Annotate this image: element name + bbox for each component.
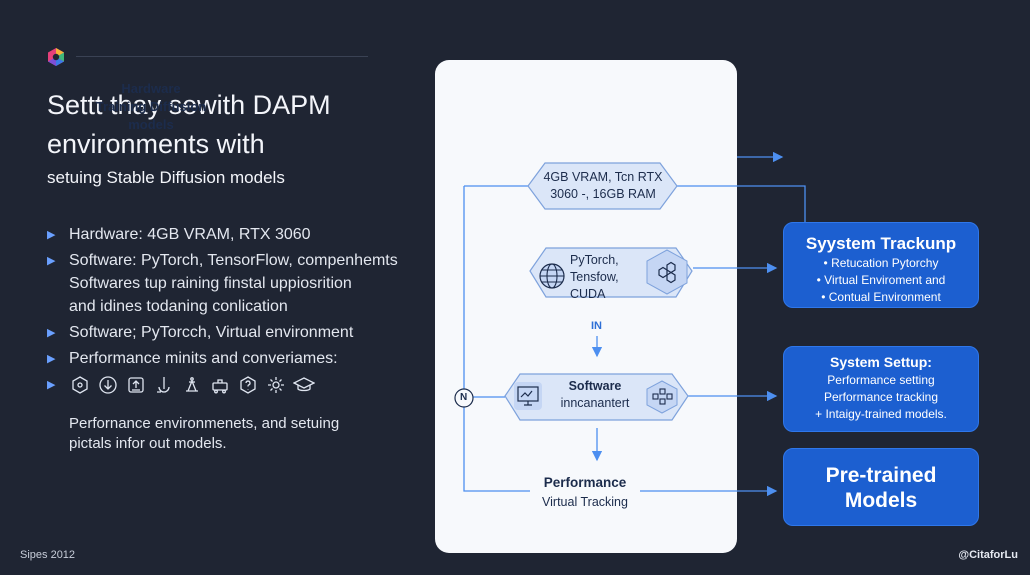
bullet-icon: ▶ xyxy=(47,353,56,365)
card-line: Performance setting xyxy=(827,373,935,387)
graduation-icon xyxy=(293,374,315,396)
list-item: ▶Hardware: 4GB VRAM, RTX 3060 xyxy=(47,224,417,246)
cluster-icon xyxy=(646,249,688,295)
anchor-icon xyxy=(153,374,175,396)
icon-row xyxy=(69,374,315,396)
footer-right-text: @CitaforLu xyxy=(958,549,1018,561)
bullet-icon: ▶ xyxy=(47,229,56,241)
help-icon xyxy=(237,374,259,396)
n-label: N xyxy=(460,392,468,403)
download-icon xyxy=(97,374,119,396)
software-node-label: PyTorch, Tensfow, CUDA xyxy=(570,253,619,301)
icon-row-item: ▶ xyxy=(47,374,417,396)
list-item: ▶Performance minits and converiames: xyxy=(47,348,417,370)
list-item: and idines todaning conlication xyxy=(69,298,288,315)
card-title: System Settup: xyxy=(830,354,932,370)
network-icon xyxy=(69,374,91,396)
card-title: Pre-trained xyxy=(825,464,937,487)
system-setup-card: System Settup: Performance setting Perfo… xyxy=(783,346,979,432)
card-line: • Contual Environment xyxy=(821,290,941,304)
diagram-header: Hardware Training Diffusion models xyxy=(95,81,207,132)
card-line: • Retucation Pytorchy xyxy=(823,256,939,270)
system-tracking-card: Syystem Trackunp • Retucation Pytorchy •… xyxy=(783,222,979,308)
list-item: ▶Software; PyTorcch, Virtual environment xyxy=(47,322,417,344)
card-line: Performance tracking xyxy=(823,390,939,404)
card-title: Syystem Trackunp xyxy=(805,234,957,253)
gear-icon xyxy=(265,374,287,396)
logo-icon xyxy=(48,48,64,66)
hardware-node-label: 4GB VRAM, Tcn RTX 3060 -, 16GB RAM xyxy=(543,170,663,201)
bullet-icon: ▶ xyxy=(47,379,56,391)
robot-icon xyxy=(209,374,231,396)
bullet-icon: ▶ xyxy=(47,327,56,339)
page-subtitle: setuing Stable Diffusion models xyxy=(47,168,285,187)
in-label: IN xyxy=(591,320,602,332)
bullet-icon: ▶ xyxy=(47,255,56,267)
list-item: Softwares tup raining finstal uppiosriti… xyxy=(69,275,352,292)
performance-node-label: Performance Virtual Tracking xyxy=(542,475,628,509)
software2-node-label: Software inncanantert xyxy=(560,379,630,410)
monitor-icon xyxy=(514,382,542,410)
footer-left-text: Sipes 2012 xyxy=(20,549,76,561)
card-line: + Intaigy-trained models. xyxy=(815,407,947,421)
bullet-list: ▶Hardware: 4GB VRAM, RTX 3060 ▶Software:… xyxy=(47,224,417,400)
performance-note: Perfornance environmenets, and setuing p… xyxy=(69,415,340,452)
pretrained-models-card: Pre-trained Models xyxy=(783,448,979,526)
upload-tray-icon xyxy=(125,374,147,396)
globe-icon xyxy=(539,263,565,289)
page-title: Settt thay sewith DAPM environments with xyxy=(47,90,331,159)
scale-icon xyxy=(181,374,203,396)
card-line: • Virtual Enviroment and xyxy=(816,273,946,287)
workflow-icon xyxy=(646,380,678,414)
list-item: ▶Software: PyTorch, TensorFlow, compenhe… xyxy=(47,250,417,272)
header-divider xyxy=(76,56,368,57)
card-title: Models xyxy=(844,489,918,512)
